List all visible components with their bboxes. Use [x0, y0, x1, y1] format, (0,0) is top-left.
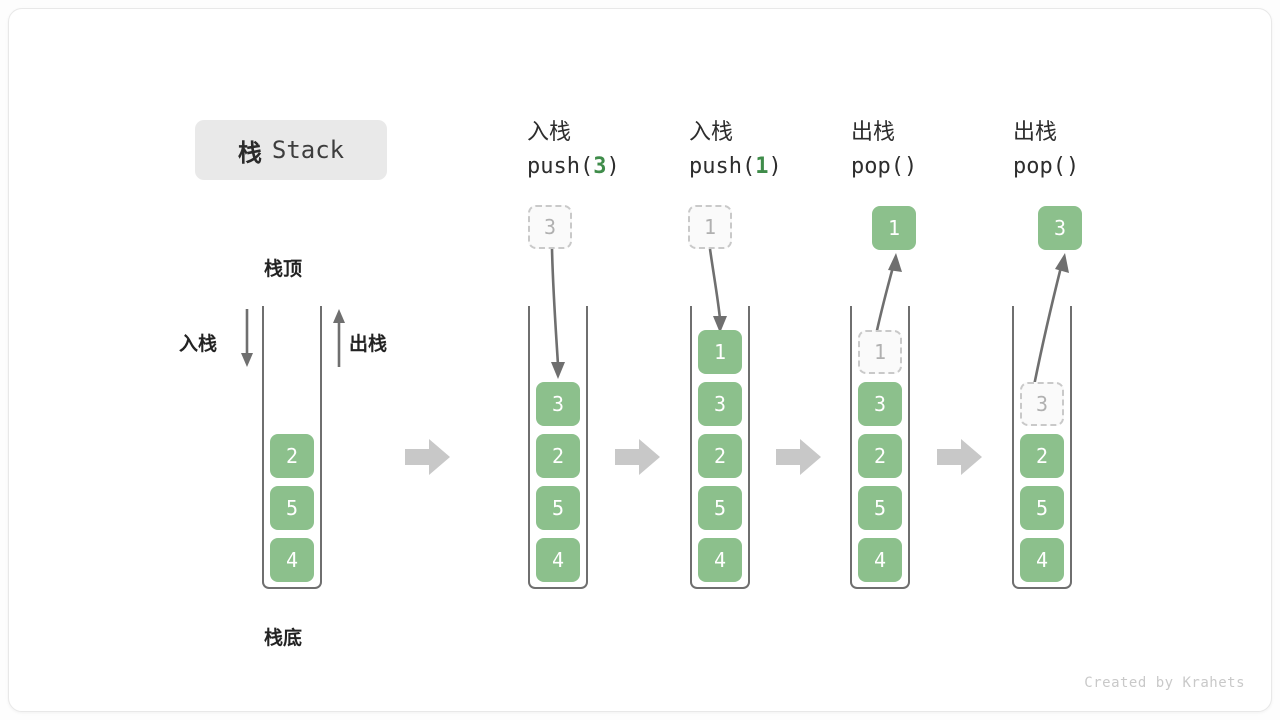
credit-text: Created by Krahets: [1084, 675, 1245, 691]
push-direction-label: 入栈: [179, 334, 218, 355]
step-title-cn: 出栈: [1013, 119, 1058, 144]
step-title-pop-3: 出栈 pop(): [1013, 115, 1079, 184]
step-title-cn: 入栈: [527, 119, 572, 144]
stack-top-label: 栈顶: [264, 259, 303, 280]
title-badge: 栈 Stack: [195, 120, 387, 180]
stack-item: 2: [536, 434, 580, 478]
stack-item: 5: [1020, 486, 1064, 530]
step-title-cn: 入栈: [689, 119, 734, 144]
stack-bottom-label: 栈底: [264, 628, 303, 649]
stack-item: 2: [858, 434, 902, 478]
diagram-card: 栈 Stack 栈顶 入栈 出栈 2 5 4 栈底 入栈 push(3) 3 3…: [8, 8, 1272, 712]
step-arrow-icon: [776, 439, 821, 475]
push-direction-arrow-icon: [241, 309, 253, 367]
stack-item: 4: [698, 538, 742, 582]
step-title-pop-1: 出栈 pop(): [851, 115, 917, 184]
stack-item: 5: [270, 486, 314, 530]
step-arrow-icon: [937, 439, 982, 475]
stack-container-pop-1: [850, 306, 910, 589]
floating-value-box-popped: 1: [872, 206, 916, 250]
stack-item-ghost: 3: [1020, 382, 1064, 426]
stack-container-push-3: [528, 306, 588, 589]
floating-value-box-ghost: 3: [528, 205, 572, 249]
stack-container-initial: [262, 306, 322, 589]
step-title-code-head: push(: [689, 154, 756, 179]
pop-direction-arrow-icon: [333, 309, 345, 367]
pop-direction-label: 出栈: [349, 334, 388, 355]
stack-item: 4: [270, 538, 314, 582]
stack-item: 2: [1020, 434, 1064, 478]
step-title-code-tail: ): [768, 154, 782, 179]
push-flow-arrow-icon: [550, 248, 565, 379]
stack-item: 3: [698, 382, 742, 426]
stack-container-push-1: [690, 306, 750, 589]
stack-item: 3: [858, 382, 902, 426]
stack-item: 4: [536, 538, 580, 582]
stack-item: 3: [536, 382, 580, 426]
push-flow-arrow-icon: [708, 248, 727, 333]
floating-value-box-popped: 3: [1038, 206, 1082, 250]
stack-item: 4: [858, 538, 902, 582]
stack-item: 5: [698, 486, 742, 530]
step-title-code-head: pop(: [851, 154, 904, 179]
step-title-push-3: 入栈 push(3): [527, 115, 620, 184]
step-title-code-arg: 1: [755, 154, 769, 179]
step-title-push-1: 入栈 push(1): [689, 115, 782, 184]
stack-container-pop-3: [1012, 306, 1072, 589]
step-title-code-tail: ): [606, 154, 620, 179]
step-title-code-arg: 3: [593, 154, 607, 179]
stack-item: 1: [698, 330, 742, 374]
stack-item: 2: [270, 434, 314, 478]
step-title-code-head: push(: [527, 154, 594, 179]
stack-item: 4: [1020, 538, 1064, 582]
stack-item: 2: [698, 434, 742, 478]
stack-item: 5: [858, 486, 902, 530]
step-arrow-icon: [405, 439, 450, 475]
step-title-code-head: pop(: [1013, 154, 1066, 179]
floating-value-box-ghost: 1: [688, 205, 732, 249]
step-arrow-icon: [615, 439, 660, 475]
stack-item: 5: [536, 486, 580, 530]
title-en: Stack: [271, 136, 345, 164]
step-title-code-tail: ): [903, 154, 918, 179]
step-title-code-tail: ): [1065, 154, 1080, 179]
title-cn: 栈: [237, 139, 262, 167]
step-title-cn: 出栈: [851, 119, 896, 144]
stack-item-ghost: 1: [858, 330, 902, 374]
